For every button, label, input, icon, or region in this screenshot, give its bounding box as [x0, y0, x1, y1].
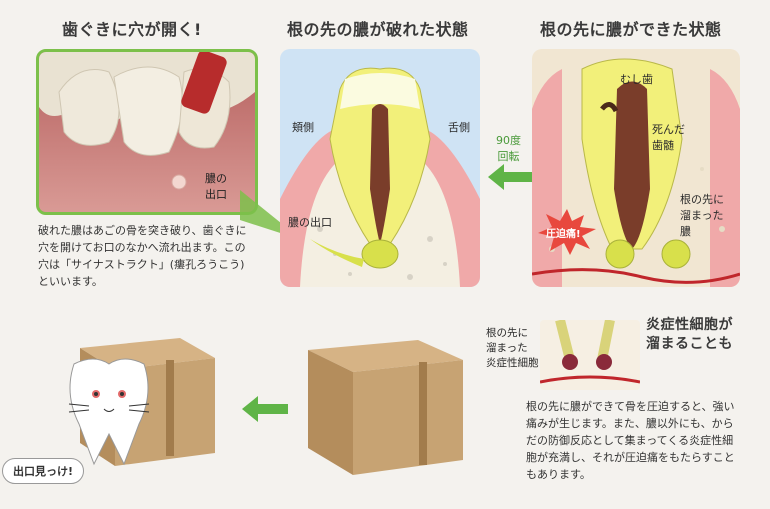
middle-diagram: 頬側 舌側 膿の出口 — [280, 49, 480, 287]
rotation-label: 90度 回転 — [496, 134, 521, 163]
heading-gum-hole: 歯ぐきに穴が開く! — [62, 20, 202, 39]
heading-inflammatory-cells: 炎症性細胞が 溜まることも — [646, 317, 733, 352]
label-pus-at-root: 根の先に 溜まった 膿 — [680, 193, 724, 238]
arrow-left-icon — [242, 396, 288, 422]
label-pressure-pain: 圧迫痛! — [546, 229, 581, 240]
arrow-left-icon — [488, 164, 532, 190]
closed-box — [308, 340, 463, 475]
label-pus-outlet: 膿の出口 — [288, 216, 332, 229]
left-paragraph: 破れた膿はあごの骨を突き破り、歯ぐきに穴を開けてお口のなかへ流れ出ます。この穴は… — [38, 224, 247, 288]
right-paragraph: 根の先に膿ができて骨を圧迫すると、強い痛みが生じます。また、膿以外にも、からだの… — [526, 400, 735, 481]
gum-photo: 膿の 出口 — [36, 49, 258, 215]
photo-label-outlet: 膿の 出口 — [205, 172, 227, 201]
right-diagram: 圧迫痛! むし歯 死んだ 歯髄 根の先に 溜まった 膿 — [532, 49, 740, 287]
speech-bubble: 出口見っけ! — [2, 458, 85, 484]
tooth-character-icon — [68, 358, 150, 466]
pain-burst-icon — [538, 209, 596, 255]
label-tooth-decay: むし歯 — [620, 73, 653, 86]
label-inflammatory-cells: 根の先に 溜まった 炎症性細胞 — [486, 327, 539, 369]
heading-pus-formed: 根の先に膿ができた状態 — [540, 20, 722, 39]
inflammation-diagram — [540, 320, 640, 390]
inflammation-illustration — [540, 320, 640, 384]
gum-photo-illustration — [39, 52, 255, 212]
label-dead-pulp: 死んだ 歯髄 — [652, 123, 685, 152]
label-tongue-side: 舌側 — [448, 121, 470, 134]
heading-pus-burst: 根の先の膿が破れた状態 — [287, 20, 469, 39]
label-cheek-side: 頬側 — [292, 121, 314, 134]
tooth-cross-section-burst — [280, 67, 480, 287]
